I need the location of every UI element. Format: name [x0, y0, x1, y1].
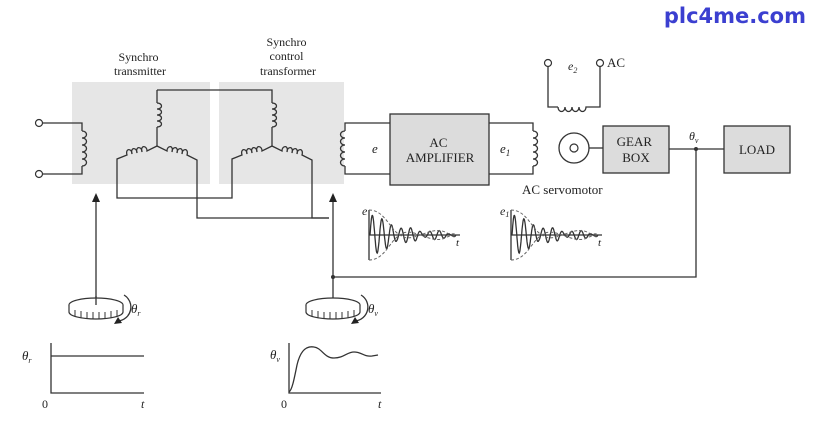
ac-servomotor-label: AC servomotor	[522, 182, 603, 197]
e1-plot-time-label: t	[598, 237, 602, 249]
theta-v-rotation-arrow	[354, 294, 369, 322]
theta-v-response-curve	[288, 346, 379, 393]
theta-r-origin-label: 0	[42, 397, 48, 411]
e-envelope-lower	[368, 231, 456, 261]
feedback-line	[333, 149, 697, 278]
ac-amplifier-block	[389, 113, 490, 186]
e1-signal-waveform	[511, 214, 599, 255]
transmitter-stator	[116, 90, 329, 219]
theta-r-rotation-arrow	[117, 294, 132, 322]
e1-plot-label: e1	[500, 204, 509, 219]
motor-reference-winding	[543, 58, 605, 113]
e2-label: e2	[568, 59, 577, 75]
e-signal-waveform	[369, 214, 457, 255]
control-transformer-stator	[231, 102, 329, 219]
ac-supply-label: AC	[607, 55, 625, 70]
load-block	[723, 125, 791, 174]
e-plot-label: e	[362, 204, 368, 218]
e-signal-plot	[368, 209, 460, 261]
control-transformer-shaft-arrow-icon	[329, 193, 337, 202]
theta-r-time-label: t	[141, 397, 145, 411]
e1-label: e1	[500, 141, 510, 158]
theta-v-time-label: t	[378, 397, 382, 411]
transmitter-shaft-arrow-icon	[92, 193, 100, 202]
output-knob-icon	[305, 297, 361, 320]
watermark: plc4me.com	[663, 4, 806, 28]
theta-r-plot	[50, 343, 144, 394]
ac-servomotor	[558, 132, 603, 164]
reference-knob-icon[interactable]	[68, 296, 124, 320]
error-voltage-label: e	[372, 141, 378, 156]
stator-top-wire	[157, 89, 273, 103]
control-transformer-rotor	[339, 122, 390, 175]
transmitter-rotor	[34, 118, 88, 179]
synchro-control-transformer-label: Synchro control transformer	[260, 35, 316, 78]
theta-v-plot	[288, 343, 381, 394]
theta-v-output-label: θv	[689, 129, 699, 145]
theta-v-arrowhead-icon	[351, 317, 359, 324]
load-label: LOAD	[739, 142, 775, 157]
theta-r-knob-label: θr	[131, 301, 141, 318]
synchro-control-transformer-shade	[219, 82, 344, 184]
e1-signal-plot	[510, 209, 602, 261]
e1-envelope-upper	[510, 209, 598, 239]
motor-control-winding	[532, 130, 539, 167]
theta-v-knob-label: θv	[368, 301, 378, 318]
theta-v-axis-label: θv	[270, 347, 280, 364]
ac-amplifier-label: AC AMPLIFIER	[406, 135, 475, 165]
theta-r-arrowhead-icon	[114, 317, 122, 324]
e-plot-time-label: t	[456, 237, 460, 249]
gear-box-label: GEAR BOX	[617, 134, 656, 165]
theta-r-axis-label: θr	[22, 348, 32, 365]
amplifier-output-wires	[489, 122, 534, 175]
e1-envelope-lower	[510, 231, 598, 261]
e-envelope-upper	[368, 209, 456, 239]
synchro-transmitter-shade	[72, 82, 210, 184]
synchro-transmitter-label: Synchro transmitter	[114, 50, 166, 78]
gear-box-block	[602, 125, 670, 174]
theta-v-origin-label: 0	[281, 397, 287, 411]
